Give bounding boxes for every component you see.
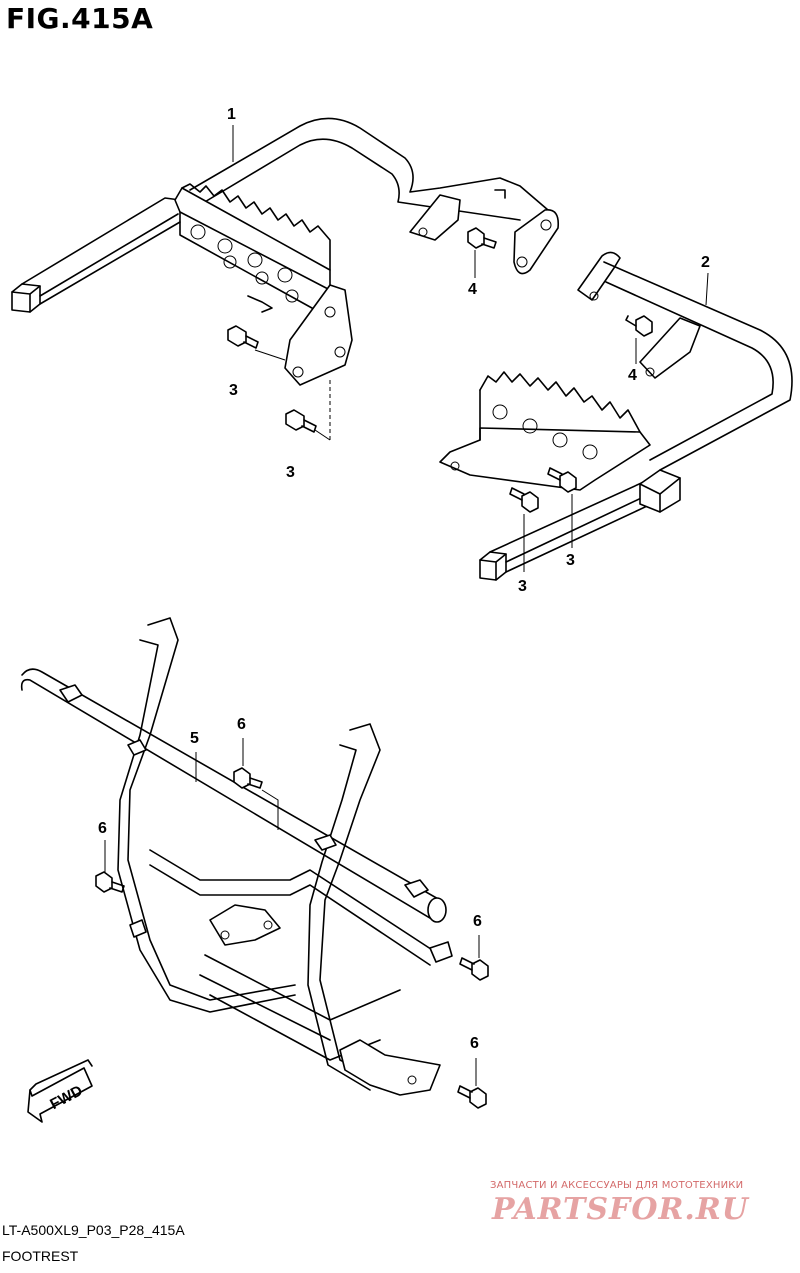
bolt-6-left (95, 871, 125, 893)
guard-bar-part (20, 617, 453, 1096)
callout-1: 1 (227, 106, 236, 123)
callout-3-d: 3 (518, 578, 527, 595)
bolt-3-left-lower (285, 409, 317, 433)
figure-code: LT-A500XL9_P03_P28_415A (2, 1222, 185, 1238)
bolt-3-right-upper (547, 467, 577, 548)
bolt-6-right-upper (459, 935, 489, 981)
callout-6-c: 6 (473, 913, 482, 930)
bolt-6-right-lower (457, 1058, 487, 1109)
footrest-right-part (439, 251, 793, 581)
callout-6-a: 6 (237, 716, 246, 733)
watermark-tagline: ЗАПЧАСТИ И АКСЕССУАРЫ ДЛЯ МОТОТЕХНИКИ (490, 1180, 744, 1191)
bolt-4-left (467, 227, 497, 278)
callout-3-a: 3 (229, 382, 238, 399)
callout-4-b: 4 (628, 367, 637, 384)
footrest-left-part (11, 117, 560, 441)
figure-title: FIG.415A (6, 2, 154, 35)
bolt-3-right-lower (509, 487, 539, 572)
callout-6-b: 6 (98, 820, 107, 837)
forward-arrow-icon: FWD (27, 1059, 93, 1123)
callout-2: 2 (701, 254, 710, 271)
callout-3-c: 3 (566, 552, 575, 569)
callout-4-a: 4 (468, 281, 477, 298)
watermark-logo: PARTSFOR.RU (492, 1192, 749, 1227)
bolt-4-right (625, 315, 653, 364)
bolt-6-upper (233, 738, 263, 789)
figure-name: FOOTREST (2, 1248, 79, 1264)
callout-6-d: 6 (470, 1035, 479, 1052)
callout-5: 5 (190, 730, 199, 747)
bolt-3-left-upper (227, 325, 259, 349)
callout-3-b: 3 (286, 464, 295, 481)
